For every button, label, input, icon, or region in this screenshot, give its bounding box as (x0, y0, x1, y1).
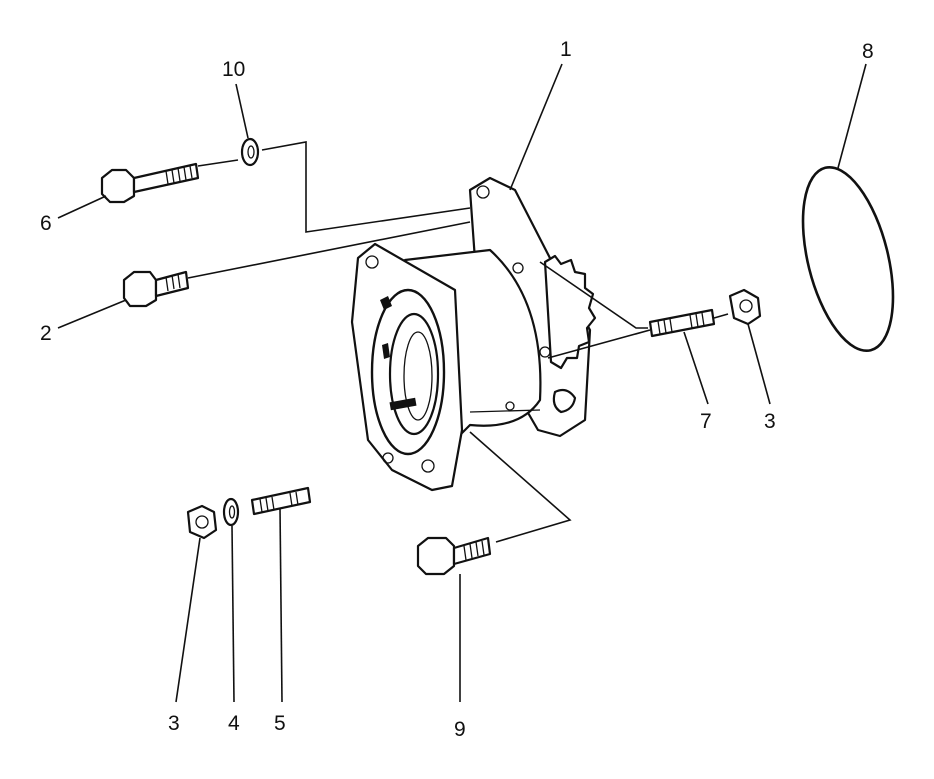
callout-6: 6 (40, 212, 52, 235)
callout-7: 7 (700, 410, 712, 433)
callout-labels: 1 2 3 3 4 5 6 7 8 9 10 (40, 38, 874, 741)
callout-3-left: 3 (168, 712, 180, 735)
pump-housing-1 (350, 176, 597, 492)
callout-4: 4 (228, 712, 240, 735)
nut-3-right (728, 288, 762, 326)
leader-lines (57, 63, 867, 703)
callout-9: 9 (454, 718, 466, 741)
o-ring-8 (801, 165, 895, 353)
callout-10: 10 (222, 58, 245, 81)
nut-3-left (186, 504, 218, 540)
callout-5: 5 (274, 712, 286, 735)
bolt-2 (122, 270, 190, 308)
callout-1: 1 (560, 38, 572, 61)
stud-7 (648, 308, 716, 338)
washer-4 (222, 497, 240, 527)
washer-10 (240, 137, 260, 167)
assembly-lines (187, 141, 729, 543)
callout-8: 8 (862, 40, 874, 63)
callout-2: 2 (40, 322, 52, 345)
bolt-6 (100, 162, 200, 204)
callout-3-right: 3 (764, 410, 776, 433)
stud-5 (250, 486, 312, 516)
bolt-9 (416, 536, 492, 576)
